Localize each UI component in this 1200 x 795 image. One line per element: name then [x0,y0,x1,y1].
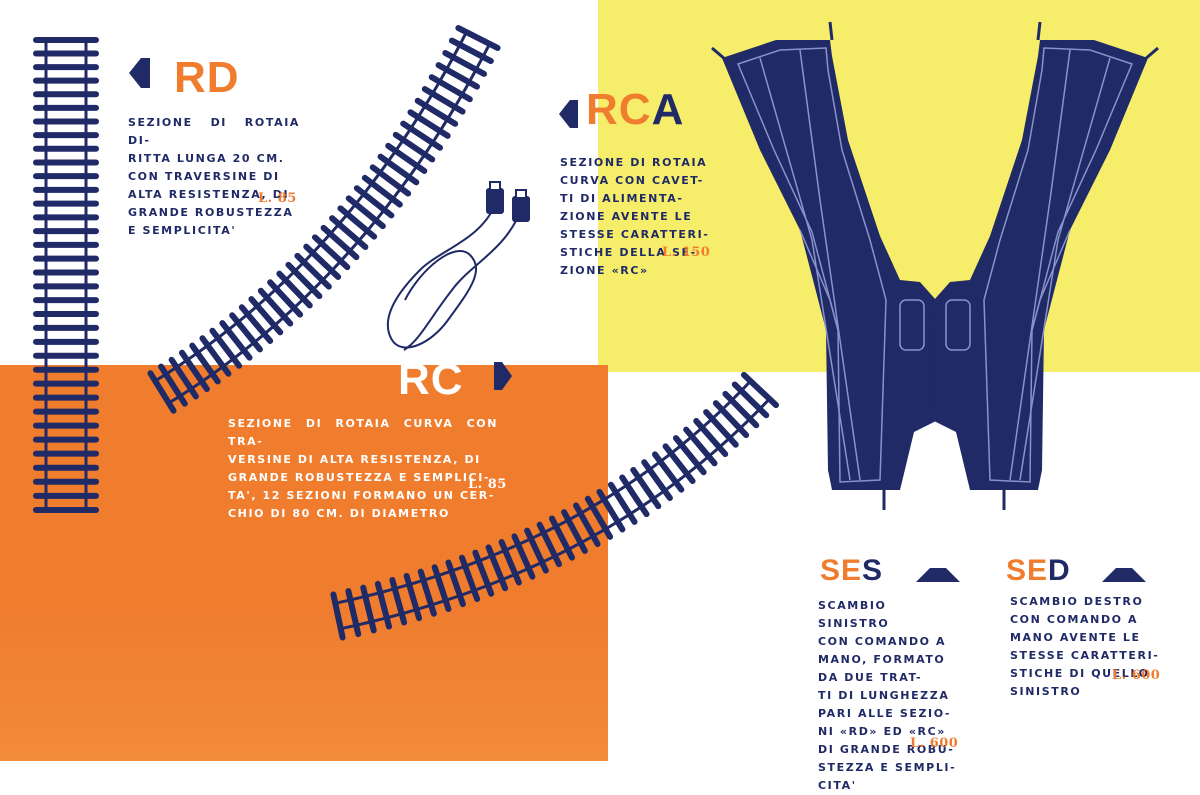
switch-left-ses-image [711,21,938,510]
arrow-right-icon [494,362,512,390]
straight-rail-rd-image [33,37,99,513]
ses-description: SCAMBIO SINISTRO CON COMANDO A MANO, FOR… [818,599,957,792]
sed-code: SED [1006,554,1071,587]
track-illustrations [33,21,1159,641]
orange-panel-lower [0,600,608,761]
ses-code: SES [820,554,884,587]
arrow-left-icon [559,100,578,128]
rca-code: RCA [586,85,685,134]
rd-description: SEZIONE DI ROTAIA DI- RITTA LUNGA 20 CM.… [128,116,300,237]
rd-code: RD [174,53,240,102]
switch-right-sed-image [932,21,1159,510]
arrow-left-icon [129,58,150,88]
rc-price: L. 85 [468,477,507,492]
arrow-up-icon [916,568,960,582]
curved-rail-rc-image [330,371,780,641]
sed-description: SCAMBIO DESTRO CON COMANDO A MANO AVENTE… [1010,595,1160,698]
arrow-up-icon [1102,568,1146,582]
rc-description: SEZIONE DI ROTAIA CURVA CON TRA- VERSINE… [228,417,498,520]
ses-price: L. 600 [910,736,959,751]
sed-price: L. 600 [1112,668,1161,683]
rca-price: L. 150 [662,245,711,260]
curved-rail-rca-image [147,25,501,414]
feed-cable-image [386,181,530,351]
rd-price: L. 85 [258,191,297,206]
rc-code: RC [398,355,464,404]
rca-description: SEZIONE DI ROTAIA CURVA CON CAVET- TI DI… [560,156,710,277]
